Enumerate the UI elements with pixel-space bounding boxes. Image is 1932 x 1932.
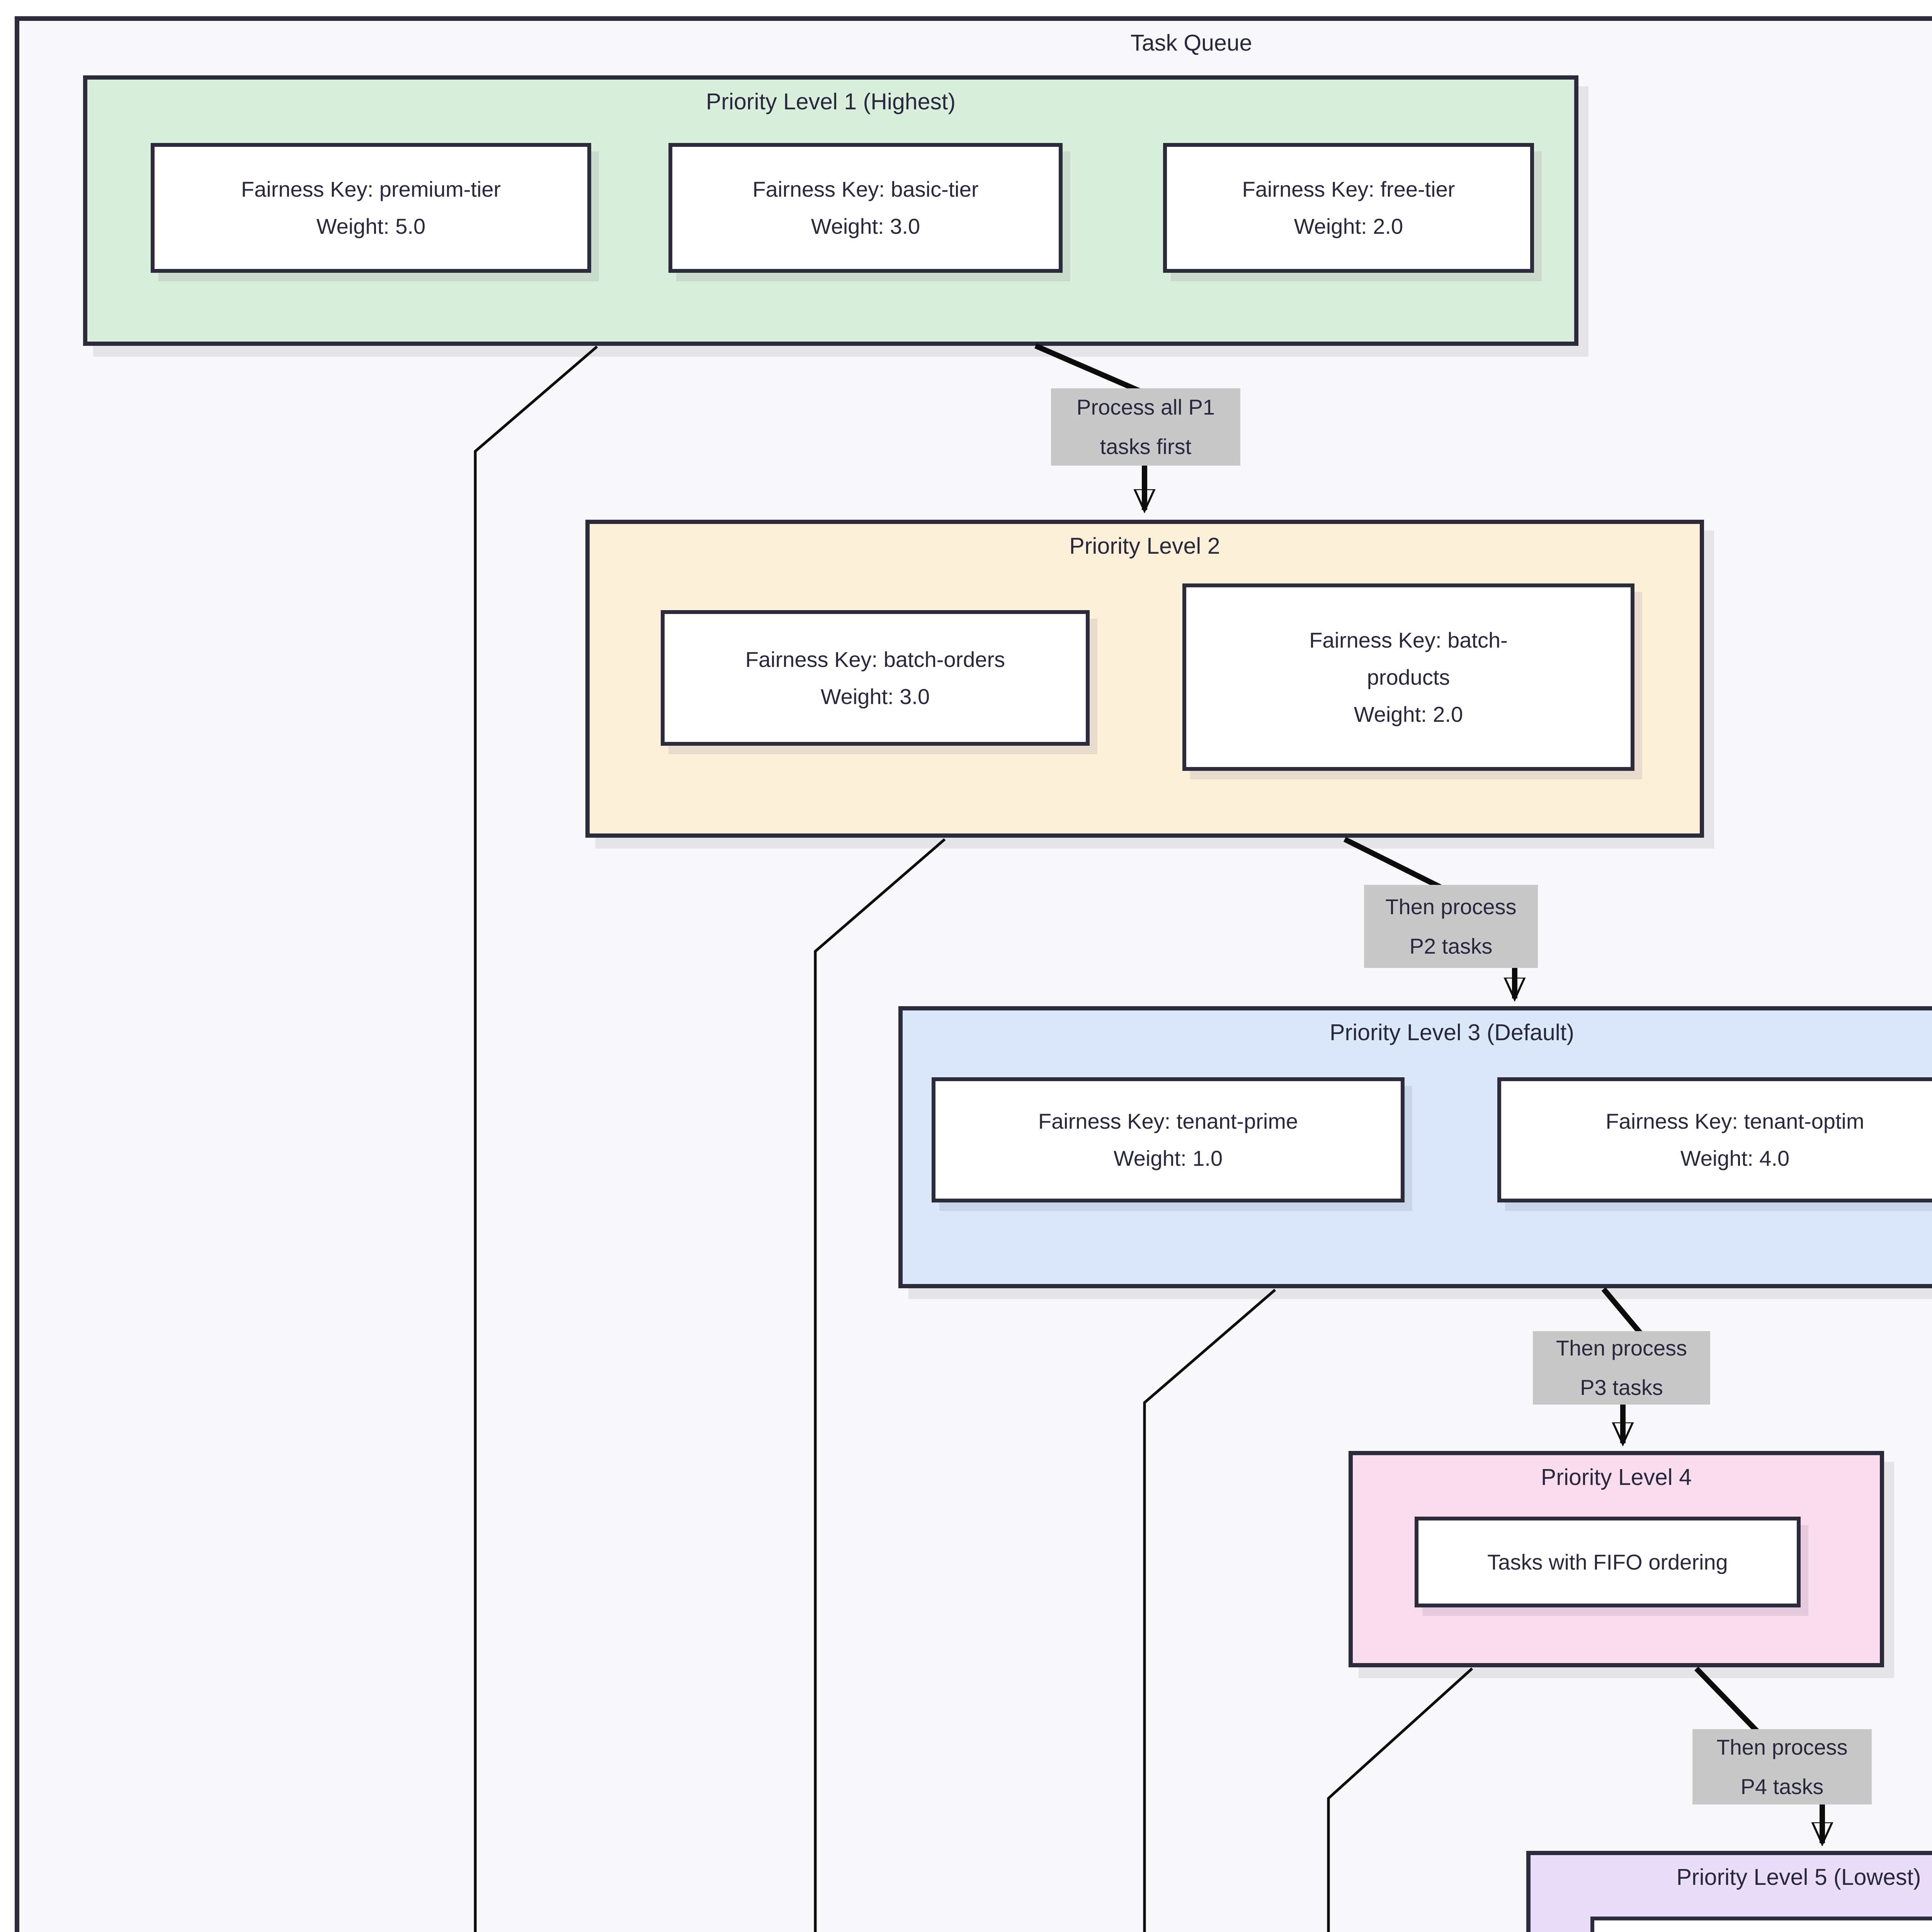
task-queue-title: Task Queue — [1130, 30, 1252, 56]
edge-label-process-p2: Then process P2 tasks — [1364, 885, 1538, 968]
fifo-node-p4: Tasks with FIFO ordering — [1415, 1517, 1801, 1607]
priority-level-2-title: Priority Level 2 — [1069, 533, 1220, 559]
fairness-node-tenant-prime: Fairness Key: tenant-prime Weight: 1.0 — [932, 1077, 1405, 1202]
fairness-node-basic-tier: Fairness Key: basic-tier Weight: 3.0 — [668, 143, 1063, 273]
edge-label-process-p3: Then process P3 tasks — [1533, 1331, 1710, 1405]
fifo-node-p5: Tasks with FIFO ordering — [1590, 1917, 1932, 1932]
node-line: Weight: 2.0 — [1294, 214, 1403, 238]
node-line: Weight: 3.0 — [811, 214, 920, 238]
node-line: Weight: 4.0 — [1680, 1146, 1790, 1170]
priority-level-5-title: Priority Level 5 (Lowest) — [1676, 1864, 1921, 1890]
edge-label-line: P3 tasks — [1580, 1375, 1663, 1400]
node-line: Weight: 3.0 — [820, 684, 930, 709]
node-line: Fairness Key: batch-orders — [745, 647, 1005, 672]
node-line: Weight: 2.0 — [1354, 702, 1463, 726]
node-line: Fairness Key: premium-tier — [241, 177, 501, 201]
node-line: Fairness Key: free-tier — [1242, 177, 1455, 201]
priority-level-3-title: Priority Level 3 (Default) — [1330, 1020, 1574, 1045]
node-line: Fairness Key: tenant-optim — [1605, 1109, 1864, 1133]
edge-label-line: Process all P1 — [1077, 395, 1215, 419]
edge-label-line: P4 tasks — [1740, 1774, 1824, 1799]
edge-label-process-p4: Then process P4 tasks — [1692, 1729, 1872, 1804]
edge-label-line: Then process — [1556, 1336, 1687, 1360]
fairness-node-tenant-optim: Fairness Key: tenant-optim Weight: 4.0 — [1497, 1077, 1932, 1202]
node-line: Weight: 1.0 — [1113, 1146, 1223, 1170]
node-line: products — [1367, 665, 1450, 689]
node-line: Fairness Key: basic-tier — [752, 177, 979, 201]
priority-level-1-title: Priority Level 1 (Highest) — [706, 89, 956, 114]
node-line: Fairness Key: tenant-prime — [1038, 1109, 1298, 1133]
fairness-node-batch-products: Fairness Key: batch- products Weight: 2.… — [1182, 583, 1634, 771]
edge-label-process-p1: Process all P1 tasks first — [1051, 388, 1240, 466]
node-line: Tasks with FIFO ordering — [1487, 1549, 1728, 1574]
edge-label-line: Then process — [1385, 894, 1517, 919]
fairness-node-batch-orders: Fairness Key: batch-orders Weight: 3.0 — [661, 610, 1090, 746]
edge-label-line: P2 tasks — [1409, 934, 1493, 958]
node-line: Weight: 5.0 — [316, 214, 426, 238]
fairness-node-free-tier: Fairness Key: free-tier Weight: 2.0 — [1163, 143, 1534, 273]
fairness-node-premium-tier: Fairness Key: premium-tier Weight: 5.0 — [151, 143, 591, 273]
edge-label-line: tasks first — [1100, 434, 1192, 459]
priority-level-4-title: Priority Level 4 — [1541, 1464, 1692, 1490]
node-line: Fairness Key: batch- — [1309, 628, 1508, 652]
edge-label-line: Then process — [1716, 1735, 1848, 1759]
